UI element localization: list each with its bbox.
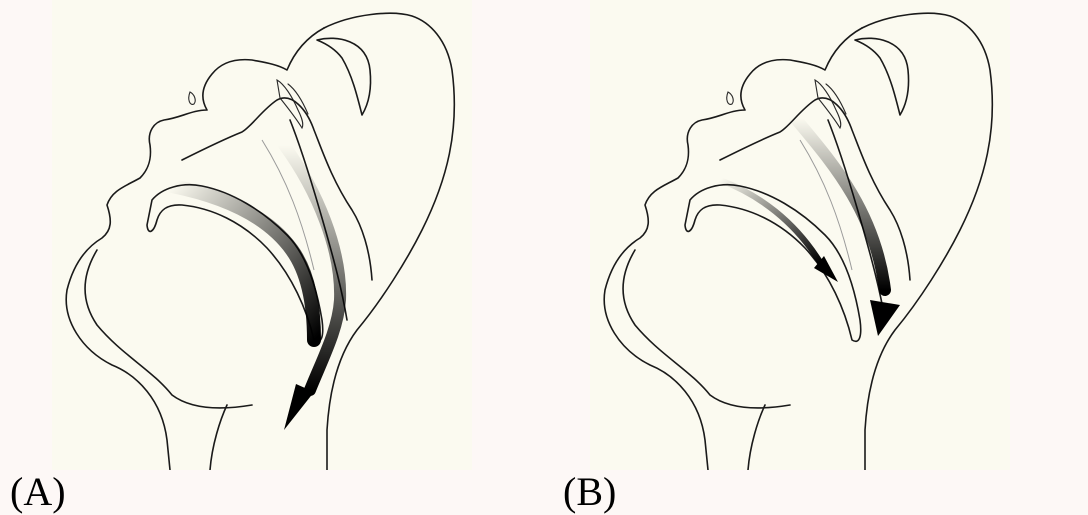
panel-a xyxy=(52,0,472,470)
jaw xyxy=(85,250,252,408)
airflow-arrow-oral xyxy=(284,145,340,390)
airflow-arrow-nasal xyxy=(172,186,314,340)
ear-outline xyxy=(855,38,909,115)
airflow-arrowhead xyxy=(284,384,314,430)
panel-label-b: (B) xyxy=(563,470,616,514)
head-outline xyxy=(324,13,454,470)
pharynx-wall xyxy=(828,120,885,320)
panel-label-a: (A) xyxy=(10,470,66,514)
airflow-arrow-oral xyxy=(795,118,885,290)
head-outline xyxy=(862,13,992,470)
forehead-outline xyxy=(604,28,862,470)
neck-front xyxy=(748,405,765,470)
nostril xyxy=(727,92,733,104)
jaw xyxy=(623,250,790,408)
head-sagittal-diagram-a xyxy=(52,0,472,470)
neck-front xyxy=(210,405,227,470)
nostril xyxy=(189,92,195,104)
head-sagittal-diagram-b xyxy=(590,0,1010,470)
ear-outline xyxy=(317,38,371,115)
panel-b xyxy=(590,0,1010,470)
